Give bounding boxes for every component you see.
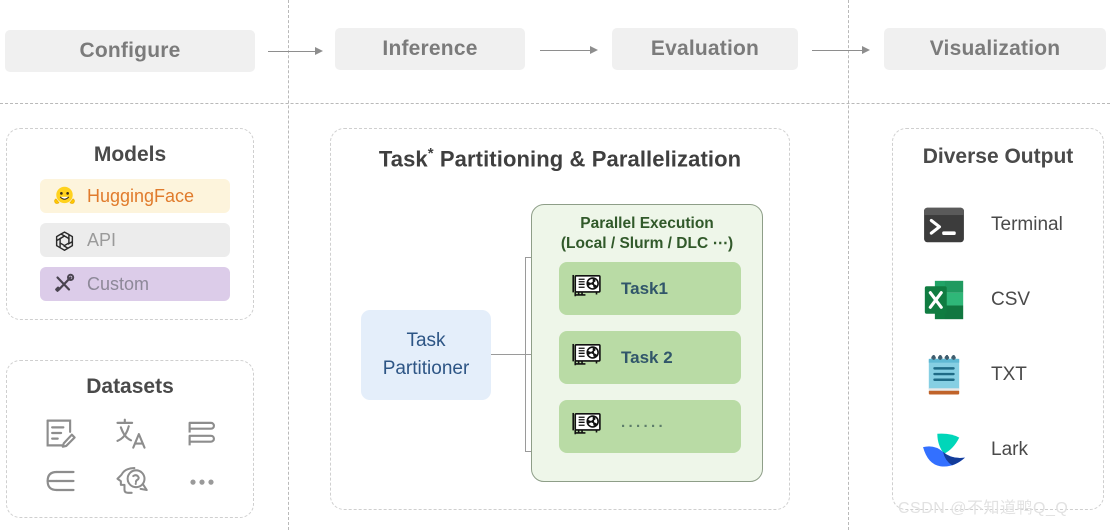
translate-icon[interactable] — [113, 415, 149, 451]
output-label-csv: CSV — [991, 289, 1031, 310]
csdn-watermark: CSDN @不知道鸭Q_Q — [898, 500, 1069, 517]
task-partitioning-panel: Task* Partitioning & Parallelization Tas… — [330, 128, 790, 510]
horizontal-divider — [0, 103, 1110, 104]
pipeline-stage-inference[interactable]: Inference — [335, 28, 525, 70]
center-panel-title: Task* Partitioning & Parallelization — [331, 145, 789, 172]
parallel-execution-heading: Parallel Execution (Local / Slurm / DLC … — [532, 214, 762, 255]
model-item-api[interactable]: API — [40, 223, 230, 257]
task-card-1[interactable]: Task1 — [559, 262, 741, 315]
gpu-card-icon — [571, 272, 605, 305]
list-tree-icon[interactable] — [42, 463, 78, 499]
output-item-terminal[interactable]: Terminal — [919, 197, 1089, 253]
parallel-heading-line-2: (Local / Slurm / DLC ⋯) — [560, 235, 734, 253]
gpu-card-icon — [571, 341, 605, 374]
pipeline-stage-evaluation[interactable]: Evaluation — [612, 28, 798, 70]
output-item-txt[interactable]: TXT — [919, 347, 1089, 403]
output-item-lark[interactable]: Lark — [919, 422, 1089, 478]
ellipsis-icon[interactable] — [184, 463, 220, 499]
openai-icon — [50, 227, 78, 253]
task-partitioner-box[interactable]: Task Partitioner — [361, 310, 491, 400]
center-title-main: Task — [378, 146, 428, 172]
model-item-custom[interactable]: Custom — [40, 267, 230, 301]
parallel-heading-line-1: Parallel Execution — [580, 215, 714, 232]
output-label-terminal: Terminal — [991, 214, 1063, 235]
output-label-lark: Lark — [991, 439, 1028, 460]
edit-document-icon[interactable] — [42, 415, 78, 451]
connector-trunk — [491, 354, 526, 356]
output-title: Diverse Output — [922, 145, 1074, 168]
diverse-output-panel: Diverse Output Terminal — [892, 128, 1104, 510]
models-title: Models — [93, 143, 167, 166]
model-label-custom: Custom — [87, 273, 150, 294]
tools-icon — [50, 271, 78, 297]
vertical-divider-right — [848, 0, 849, 530]
pipeline-stage-configure[interactable]: Configure — [5, 30, 255, 72]
task-label-3: ······ — [621, 418, 666, 435]
models-panel: Models HuggingFace — [6, 128, 254, 320]
model-label-huggingface: HuggingFace — [87, 185, 195, 206]
center-title-asterisk: * — [427, 145, 434, 162]
output-item-csv[interactable]: CSV — [919, 272, 1089, 328]
notepad-icon — [919, 351, 969, 399]
center-title-rest: Partitioning & Parallelization — [433, 146, 742, 172]
task-card-2[interactable]: Task 2 — [559, 331, 741, 384]
pipeline-stage-visualization[interactable]: Visualization — [884, 28, 1106, 70]
books-stack-icon[interactable] — [184, 415, 220, 451]
hugging-face-icon — [50, 183, 78, 209]
datasets-title: Datasets — [86, 375, 174, 398]
pipeline-arrow-1 — [268, 44, 323, 58]
partitioner-line-1: Task — [406, 330, 446, 352]
task-label-1: Task1 — [621, 278, 668, 298]
reasoning-head-icon[interactable] — [113, 463, 149, 499]
datasets-panel: Datasets — [6, 360, 254, 518]
excel-icon — [919, 276, 969, 324]
partitioner-line-2: Partitioner — [382, 358, 470, 379]
parallel-execution-box: Parallel Execution (Local / Slurm / DLC … — [531, 204, 763, 482]
model-item-huggingface[interactable]: HuggingFace — [40, 179, 230, 213]
task-label-2: Task 2 — [621, 347, 673, 367]
lark-icon — [919, 426, 969, 474]
output-label-txt: TXT — [991, 364, 1027, 385]
gpu-card-icon — [571, 410, 605, 443]
task-card-3[interactable]: ······ — [559, 400, 741, 453]
vertical-divider-left — [288, 0, 289, 530]
terminal-icon — [919, 201, 969, 249]
pipeline-arrow-2 — [540, 43, 598, 57]
model-label-api: API — [87, 229, 117, 250]
pipeline-arrow-3 — [812, 43, 870, 57]
